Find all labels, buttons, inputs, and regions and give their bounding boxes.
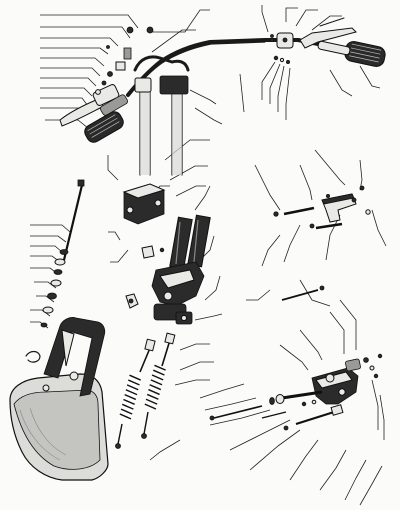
leader-lines-bottom [149,299,385,506]
right-brake-lever [299,17,357,56]
leader-lines-top-left [40,9,210,129]
right-grip [344,41,386,67]
leader-lines-top-right [189,5,381,125]
front-mudguard [9,373,109,481]
fork-legs [139,89,183,176]
leader-lines-right-middle [246,149,387,307]
spring-left [117,371,143,425]
link-arm-assembly [273,185,371,301]
long-stud-left [62,179,85,261]
fork-damper-pair [169,214,211,270]
washer-stack-left [25,249,69,363]
mudguard-stay [42,317,106,397]
lower-yoke [122,183,166,225]
spindle-assembly [311,353,383,405]
handlebar-clamp-right [269,32,294,49]
steering-head-casting [151,261,205,325]
small-hardware-middle [125,245,165,309]
spring-right [144,364,166,410]
damper-rods [115,332,176,449]
small-hardware-right [270,34,330,198]
small-hardware-top-left [95,26,154,95]
axle-spindle [209,390,344,431]
upper-yoke [133,55,190,95]
left-grip [84,94,128,143]
